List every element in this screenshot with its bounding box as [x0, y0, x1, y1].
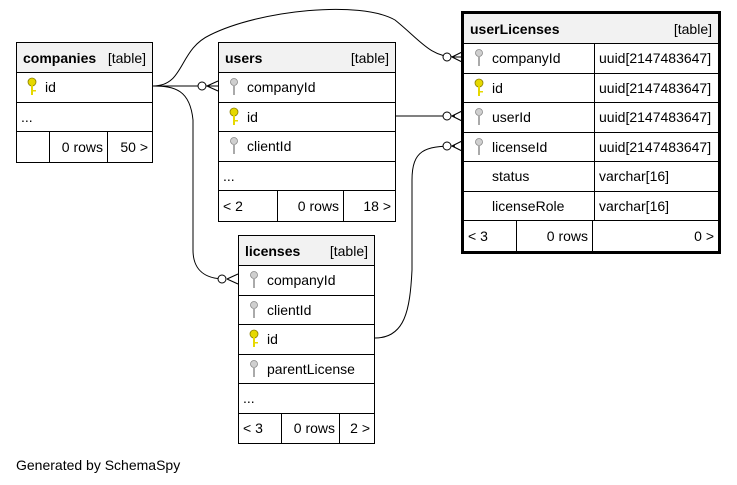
column-name: parentLicense	[267, 360, 355, 377]
table-footer: < 3 0 rows 2 >	[239, 413, 374, 443]
column-name: clientId	[247, 138, 292, 155]
table-type: [table]	[350, 49, 389, 66]
column-row[interactable]: userId uuid[2147483647]	[464, 103, 718, 133]
table-footer: 0 rows 50 >	[17, 132, 152, 162]
column-name: companyId	[492, 50, 561, 67]
crowfoot	[206, 80, 219, 92]
rel-companies-licenses	[152, 85, 226, 280]
column-name: id	[267, 331, 278, 348]
primary-key-icon	[249, 329, 259, 348]
footer-children[interactable]: 18 >	[343, 191, 395, 221]
rel-end-circle	[442, 52, 452, 62]
table-footer: < 2 0 rows 18 >	[219, 191, 395, 221]
column-type: uuid[2147483647]	[594, 132, 718, 161]
column-name: id	[247, 108, 258, 125]
table-footer: < 3 0 rows 0 >	[464, 221, 718, 251]
table-userLicenses[interactable]: userLicenses [table] companyId uuid[2147…	[461, 11, 721, 254]
table-type: [table]	[329, 242, 368, 259]
column-type: uuid[2147483647]	[594, 73, 718, 102]
primary-key-icon	[229, 107, 239, 125]
column-type: uuid[2147483647]	[594, 103, 718, 132]
footer-rows: 0 rows	[49, 132, 107, 162]
crowfoot	[451, 110, 463, 122]
footer-rows: 0 rows	[281, 413, 339, 443]
column-row[interactable]: licenseRole varchar[16]	[464, 191, 718, 221]
column-row[interactable]: id uuid[2147483647]	[464, 73, 718, 103]
crowfoot	[226, 273, 239, 285]
footer-children[interactable]: 2 >	[339, 413, 374, 443]
column-name: licenseId	[492, 138, 548, 155]
more-columns: ...	[219, 162, 395, 191]
table-name: users	[225, 49, 263, 66]
footer-parents[interactable]: < 3	[468, 227, 488, 244]
primary-key-icon	[27, 77, 37, 96]
column-name: companyId	[247, 79, 316, 96]
table-header: users [table]	[219, 43, 395, 73]
rel-end-circle	[217, 274, 227, 284]
table-name: licenses	[245, 242, 301, 259]
rel-end-circle	[442, 141, 452, 151]
foreign-key-icon	[250, 359, 258, 377]
column-name: licenseRole	[492, 197, 565, 214]
footer-rows: 0 rows	[516, 221, 592, 251]
column-row[interactable]: clientId	[219, 132, 395, 162]
column-name: clientId	[267, 301, 312, 318]
rel-end-circle	[442, 111, 452, 121]
table-type: [table]	[107, 49, 146, 66]
foreign-key-icon	[250, 300, 258, 318]
column-type: uuid[2147483647]	[594, 44, 718, 73]
column-name: companyId	[267, 272, 336, 289]
column-name: status	[492, 168, 530, 185]
footer-children[interactable]: 0 >	[592, 221, 718, 251]
table-name: userLicenses	[470, 20, 560, 37]
more-columns: ...	[239, 384, 374, 414]
foreign-key-icon	[250, 271, 258, 289]
table-header: companies [table]	[17, 43, 152, 73]
rel-companies-userLicenses	[152, 8, 456, 87]
column-name: id	[45, 79, 56, 96]
column-row[interactable]: id	[219, 103, 395, 132]
footer-parents[interactable]: < 3	[243, 420, 263, 437]
column-name: userId	[492, 109, 531, 126]
column-row[interactable]: parentLicense	[239, 355, 374, 384]
table-companies[interactable]: companies [table] id ... 0 rows 50 >	[16, 42, 153, 163]
rel-end-circle	[197, 81, 207, 91]
footer-children[interactable]: 50 >	[107, 132, 152, 162]
footer-parents	[17, 132, 49, 162]
table-header: userLicenses [table]	[464, 14, 718, 44]
table-licenses[interactable]: licenses [table] companyId clientId id p…	[238, 235, 375, 444]
primary-key-icon	[474, 78, 484, 96]
more-columns: ...	[17, 103, 152, 132]
foreign-key-icon	[230, 78, 238, 96]
footer-parents[interactable]: < 2	[223, 197, 243, 214]
table-header: licenses [table]	[239, 236, 374, 266]
column-row[interactable]: clientId	[239, 296, 374, 325]
column-row[interactable]: companyId	[219, 73, 395, 103]
column-type: varchar[16]	[594, 191, 718, 220]
column-row[interactable]: id	[239, 325, 374, 355]
table-name: companies	[23, 49, 97, 66]
column-row[interactable]: companyId	[239, 266, 374, 296]
column-row[interactable]: licenseId uuid[2147483647]	[464, 132, 718, 162]
column-row[interactable]: id	[17, 73, 152, 103]
footer-rows: 0 rows	[277, 191, 343, 221]
column-name: id	[492, 79, 503, 96]
foreign-key-icon	[230, 137, 238, 155]
foreign-key-icon	[475, 137, 483, 155]
foreign-key-icon	[475, 49, 483, 67]
table-users[interactable]: users [table] companyId id clientId ... …	[218, 42, 396, 222]
crowfoot	[451, 140, 463, 152]
rel-licenses-userLicenses	[374, 145, 456, 339]
generated-by-text: Generated by SchemaSpy	[16, 457, 181, 473]
crowfoot	[451, 51, 463, 63]
table-type: [table]	[673, 20, 712, 37]
column-row[interactable]: companyId uuid[2147483647]	[464, 44, 718, 74]
column-row[interactable]: status varchar[16]	[464, 162, 718, 192]
column-type: varchar[16]	[594, 162, 718, 191]
foreign-key-icon	[475, 108, 483, 126]
